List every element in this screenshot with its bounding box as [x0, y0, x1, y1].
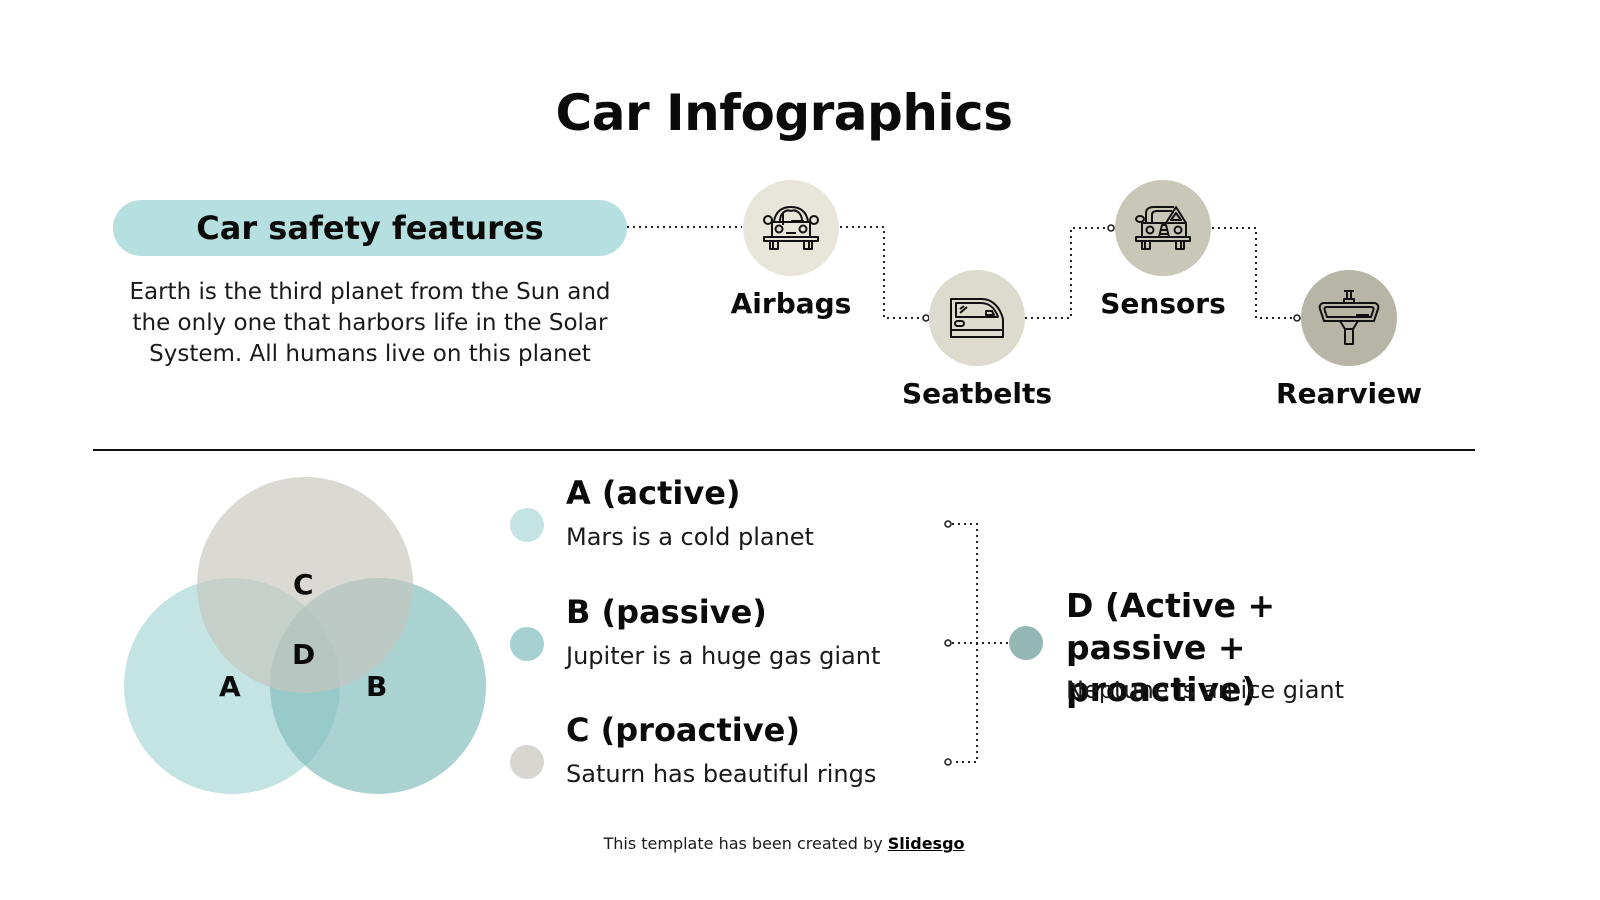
feature-airbags-label: Airbags [730, 287, 852, 320]
feature-rearview-circle [1301, 270, 1397, 366]
feature-seatbelts-circle [929, 270, 1025, 366]
legend-dot-d [1009, 626, 1043, 660]
feature-sensors-circle [1115, 180, 1211, 276]
section-heading: Car safety features [196, 209, 544, 247]
legend-dot-b [510, 627, 544, 661]
legend-text-d: Neptune is an ice giant [1066, 676, 1345, 704]
feature-sensors-label: Sensors [1100, 287, 1226, 320]
car-airbag-icon [763, 206, 819, 250]
section-heading-pill: Car safety features [113, 200, 627, 256]
legend-title-d: D (Active + passive + proactive) [1066, 586, 1276, 709]
section-description: Earth is the third planet from the Sun a… [129, 279, 611, 367]
footer-prefix: This template has been created by [603, 834, 888, 853]
feature-rearview-label: Rearview [1276, 377, 1422, 410]
venn-label-a: A [219, 670, 241, 703]
car-door-icon [950, 298, 1004, 338]
legend-text-a: Mars is a cold planet [566, 523, 814, 551]
car-warning-sensor-icon [1135, 206, 1191, 250]
feature-seatbelts-label: Seatbelts [901, 377, 1053, 410]
venn-label-b: B [366, 670, 388, 703]
legend-title-a: A (active) [566, 474, 741, 512]
section-divider [93, 449, 1475, 451]
feature-airbags-circle [743, 180, 839, 276]
venn-diagram [124, 477, 486, 794]
page-title: Car Infographics [555, 84, 1013, 142]
legend-text-b: Jupiter is a huge gas giant [566, 642, 881, 670]
legend-title-b: B (passive) [566, 593, 767, 631]
venn-label-c: C [293, 568, 314, 601]
venn-circle-c [197, 477, 413, 693]
legend-dot-a [510, 508, 544, 542]
footer-brand-link[interactable]: Slidesgo [887, 834, 965, 853]
legend-title-c: C (proactive) [566, 711, 800, 749]
legend-text-c: Saturn has beautiful rings [566, 760, 877, 788]
legend-dot-c [510, 745, 544, 779]
footer-credit: This template has been created by Slides… [0, 834, 1568, 853]
rearview-mirror-icon [1318, 290, 1380, 345]
venn-label-d: D [292, 638, 316, 671]
